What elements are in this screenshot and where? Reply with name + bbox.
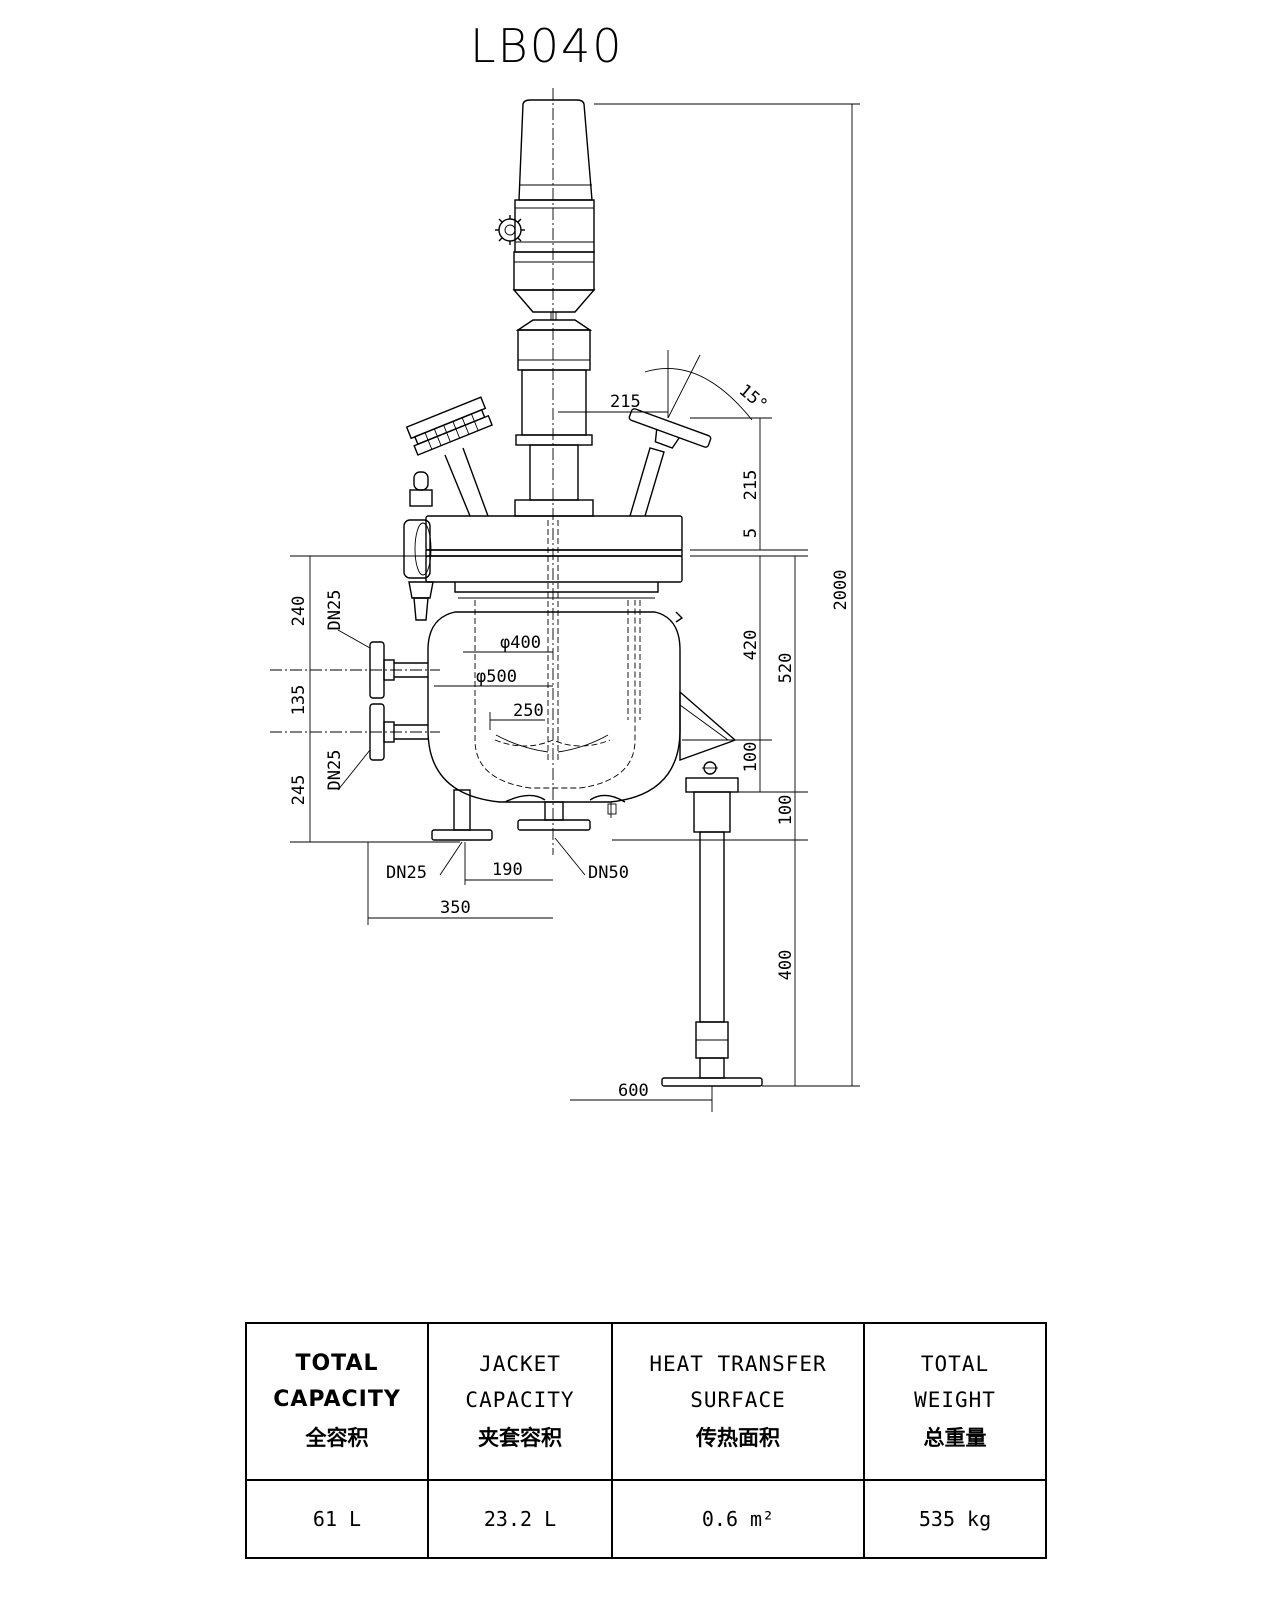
label-dn25-bottom: DN25 [386,863,427,883]
dim-total-height: 2000 [831,570,851,611]
gear-reducer [512,289,596,517]
gear-icon [495,215,525,245]
dim-jacket-dia: φ500 [476,667,517,687]
value-total-capacity: 61 L [245,1479,429,1559]
value-text: 535 kg [918,1507,992,1531]
header-label: HEAT TRANSFER [649,1351,827,1376]
lid-clamp [403,471,434,621]
dim-nozzle-angle: 15° [735,381,771,416]
header-label-zh: 夹套容积 [478,1425,562,1450]
right-leg [661,690,763,1087]
dim-foot-width: 600 [618,1081,649,1101]
header-label: CAPACITY [273,1386,401,1412]
vessel-body [427,600,684,818]
vessel-lid [425,515,683,599]
header-label: TOTAL [920,1351,990,1376]
value-total-weight: 535 kg [863,1479,1047,1559]
header-label: JACKET [479,1351,561,1376]
motor [513,99,595,291]
value-heat-transfer-surface: 0.6 m² [611,1479,865,1559]
value-jacket-capacity: 23.2 L [427,1479,613,1559]
side-nozzle-upper [270,641,440,699]
header-label: TOTAL [295,1350,379,1376]
header-label: CAPACITY [465,1387,575,1412]
dim-motor-offset: 215 [610,392,641,412]
header-label: SURFACE [690,1387,786,1412]
dim-lower-2: 100 [776,795,796,826]
header-label-zh: 全容积 [305,1425,369,1450]
dim-bottom-offset: 190 [492,860,523,880]
header-jacket-capacity: JACKET CAPACITY 夹套容积 [427,1322,613,1481]
dim-inner-dia: φ400 [500,633,541,653]
value-text: 0.6 m² [701,1507,775,1531]
header-heat-transfer-surface: HEAT TRANSFER SURFACE 传热面积 [611,1322,865,1481]
dim-flange-spacing-3: 245 [289,775,309,806]
header-label-zh: 传热面积 [696,1425,780,1450]
dim-flange-spacing-2: 135 [289,685,309,716]
header-total-weight: TOTAL WEIGHT 总重量 [863,1322,1047,1481]
reactor-drawing: LB040 [270,19,860,1112]
label-dn50-outlet: DN50 [588,863,629,883]
model-title: LB040 [470,19,624,73]
spec-value-row: 61 L 23.2 L 0.6 m² 535 kg [245,1479,1047,1559]
dim-overall-width: 350 [440,898,471,918]
inlet-nozzle [628,408,712,517]
header-total-capacity: TOTAL CAPACITY 全容积 [245,1322,429,1481]
side-nozzle-lower [270,703,440,761]
dim-vessel-height: 520 [776,653,796,684]
dim-flange-spacing-1: 240 [289,596,309,627]
dimension-lines [290,103,860,1112]
left-leg [431,789,493,841]
spec-header-row: TOTAL CAPACITY 全容积 JACKET CAPACITY 夹套容积 … [245,1322,1047,1481]
agitator [494,520,611,760]
spec-table: TOTAL CAPACITY 全容积 JACKET CAPACITY 夹套容积 … [245,1322,1047,1559]
bottom-outlet [517,801,591,831]
dim-gap: 5 [741,528,761,538]
dim-leg-length: 400 [776,950,796,981]
value-text: 23.2 L [483,1507,557,1531]
header-label: WEIGHT [914,1387,996,1412]
header-label-zh: 总重量 [923,1425,987,1450]
label-dn25-lower: DN25 [325,750,345,791]
dim-lower-1: 100 [741,742,761,773]
sight-glass-nozzle [405,396,493,517]
dim-lid-to-bottom: 420 [741,630,761,661]
dim-nozzle-height: 215 [741,470,761,501]
value-text: 61 L [312,1507,362,1531]
dim-agitator-dia: 250 [513,701,544,721]
label-dn25-upper: DN25 [325,590,345,631]
